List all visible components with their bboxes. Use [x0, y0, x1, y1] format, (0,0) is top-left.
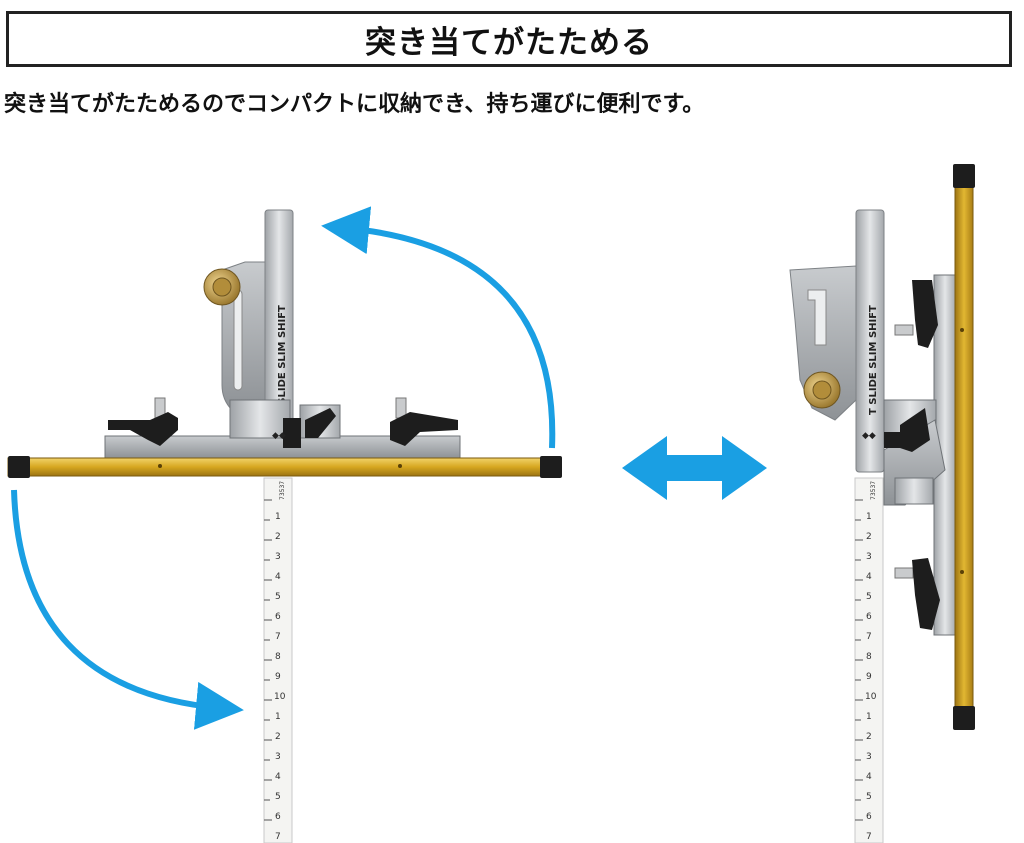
left-tick-label: 10	[274, 692, 286, 702]
left-part-number: 73537	[279, 481, 286, 500]
left-bar-end-cap	[540, 456, 562, 478]
left-slot	[233, 289, 243, 391]
left-ruler-labels: 1 2 3 4 5 6 7 8 9 10 1 2 3 4 5 6 7	[274, 512, 286, 842]
right-lower-block	[894, 477, 934, 505]
left-tick-label: 7	[275, 832, 281, 842]
right-tick-label: 3	[866, 752, 872, 762]
right-tick-label: 4	[866, 772, 872, 782]
right-ruler-labels: 1 2 3 4 5 6 7 8 9 10 1 2 3 4 5 6 7	[865, 512, 877, 842]
left-tick-label: 6	[275, 612, 281, 622]
right-top-handle[interactable]	[894, 280, 938, 348]
right-bottom-handle[interactable]	[894, 558, 940, 630]
left-ruler-ticks	[264, 499, 272, 821]
right-gold-bar	[954, 165, 974, 729]
right-tick-label: 2	[866, 532, 872, 542]
right-assembly: 1 2 3 4 5 6 7 8 9 10 1 2 3 4 5 6 7 73537…	[789, 164, 975, 843]
left-tick-label: 3	[275, 752, 281, 762]
right-tick-label: 8	[866, 652, 872, 662]
left-tick-label: 2	[275, 732, 281, 742]
left-handle-knob[interactable]	[108, 397, 178, 446]
left-tick-label: 5	[275, 792, 281, 802]
right-tick-label: 6	[866, 812, 872, 822]
left-tick-label: 2	[275, 532, 281, 542]
double-arrow-icon	[622, 436, 767, 500]
right-tick-label: 7	[866, 832, 872, 842]
right-tick-label: 2	[866, 732, 872, 742]
right-tick-label: 1	[866, 512, 872, 522]
left-center-lever[interactable]	[305, 408, 336, 438]
left-scale-tag: ◆◆	[272, 431, 286, 441]
right-tick-label: 9	[866, 672, 872, 682]
right-scale-tag: ◆◆	[862, 431, 876, 441]
product-illustration: 1 2 3 4 5 6 7 8 9 10 1 2 3 4 5 6 7 73537…	[7, 164, 975, 843]
rotate-arrow-bottom	[11, 489, 244, 730]
left-model-label: T SLIDE SLIM SHIFT	[277, 305, 288, 415]
right-tick-label: 6	[866, 612, 872, 622]
left-tick-label: 1	[275, 512, 281, 522]
left-tick-label: 4	[275, 772, 281, 782]
left-tick-label: 7	[275, 632, 281, 642]
right-handle-knob[interactable]	[390, 397, 458, 446]
left-center-block	[229, 399, 291, 439]
right-tick-label: 5	[866, 792, 872, 802]
left-bar-end-cap	[8, 456, 30, 478]
rotate-arrow-top	[321, 206, 556, 449]
right-tick-label: 5	[866, 592, 872, 602]
left-tick-label: 6	[275, 812, 281, 822]
page-title: 突き当てがたためる	[365, 24, 653, 61]
left-tick-label: 4	[275, 572, 281, 582]
left-tick-label: 5	[275, 592, 281, 602]
right-tick-label: 7	[866, 632, 872, 642]
left-center-clamp[interactable]	[283, 418, 301, 448]
left-tick-label: 9	[275, 672, 281, 682]
left-gold-bar	[7, 457, 561, 477]
right-ruler-ticks	[855, 499, 863, 821]
right-tick-label: 1	[866, 712, 872, 722]
right-bar-end-cap	[953, 164, 975, 188]
left-tick-label: 8	[275, 652, 281, 662]
page-subtitle: 突き当てがたためるのでコンパクトに収納でき、持ち運びに便利です。	[4, 92, 705, 117]
title-box: 突き当てがたためる	[6, 11, 1012, 67]
left-assembly: 1 2 3 4 5 6 7 8 9 10 1 2 3 4 5 6 7 73537…	[7, 209, 562, 843]
right-tick-label: 10	[865, 692, 877, 702]
left-tick-label: 1	[275, 712, 281, 722]
left-tick-label: 3	[275, 552, 281, 562]
right-middle-clamp[interactable]	[884, 408, 930, 452]
right-tick-label: 4	[866, 572, 872, 582]
right-model-label: T SLIDE SLIM SHIFT	[868, 305, 879, 415]
right-tick-label: 3	[866, 552, 872, 562]
right-bar-end-cap	[953, 706, 975, 730]
right-part-number: 73537	[870, 481, 877, 500]
